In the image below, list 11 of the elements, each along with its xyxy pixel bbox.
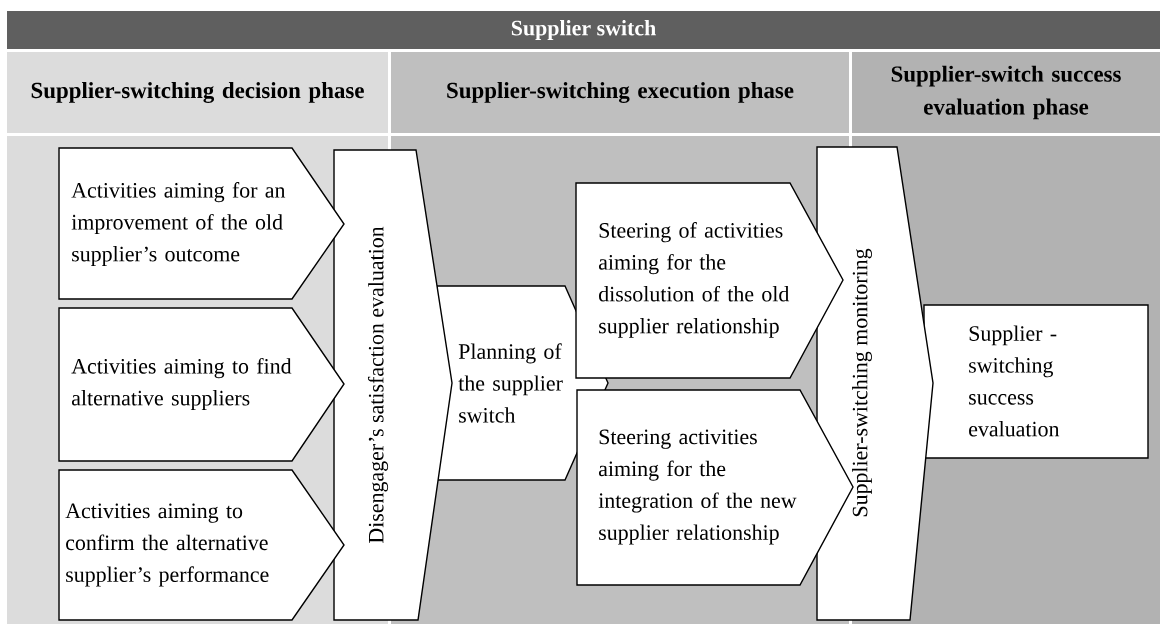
result-box: Supplier - switching success evaluation bbox=[923, 304, 1149, 459]
vertical-arrow-box: Disengager’s satisfaction evaluation bbox=[333, 149, 453, 621]
header-band: Supplier switch bbox=[7, 11, 1160, 49]
node-label: Supplier-switching decision phase bbox=[31, 82, 364, 103]
arrow-box: Activities aiming to find alternative suppliers bbox=[58, 307, 345, 462]
node-label: Supplier-switch success evaluation phase bbox=[891, 65, 1121, 120]
node-label: Supplier-switching execution phase bbox=[447, 82, 794, 103]
node-label: Activities aiming to confirm the alternative supplier’s performance bbox=[65, 503, 269, 587]
vertical-arrow-box: Supplier-switching monitoring bbox=[816, 146, 934, 621]
arrow-box: Activities aiming to confirm the alternative supplier’s performance bbox=[58, 469, 345, 621]
arrow-box: Activities aiming for an improvement of the old supplier’s outcome bbox=[58, 147, 345, 300]
